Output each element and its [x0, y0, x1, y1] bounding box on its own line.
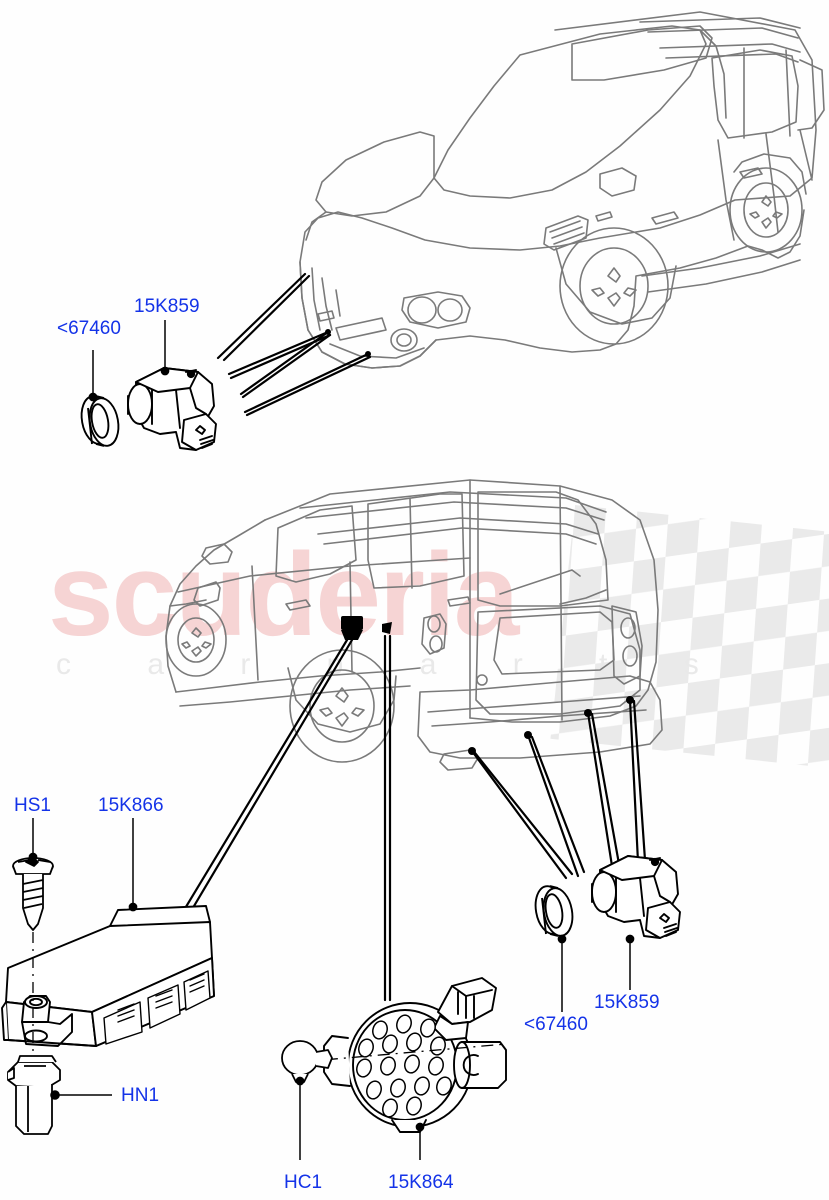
label-front-sensor[interactable]: 15K859: [134, 296, 200, 317]
vehicle-front-view: [299, 11, 825, 369]
rear-retainer-leader: [557, 934, 567, 1012]
rear-sensor-leader: [625, 934, 635, 990]
label-front-retainer[interactable]: <67460: [57, 318, 121, 339]
control-module-leader: [128, 818, 138, 912]
label-rear-retainer[interactable]: <67460: [524, 1014, 588, 1035]
clip-leader: [295, 1076, 305, 1160]
front-sensor-leader: [160, 320, 170, 376]
watermark-main-text: scuderia: [48, 529, 519, 661]
rear-callout-lines: [170, 634, 647, 1002]
nut-leader: [50, 1090, 112, 1100]
label-module-screw[interactable]: HS1: [14, 795, 51, 816]
label-module-nut[interactable]: HN1: [121, 1085, 160, 1106]
front-callout-lines: [216, 272, 372, 417]
rear-parking-sensor-part: [591, 855, 681, 939]
speaker-leader: [415, 1122, 425, 1160]
front-parking-sensor-part: [127, 367, 217, 451]
label-speaker-clip[interactable]: HC1: [284, 1172, 323, 1193]
nut-part: [7, 1055, 61, 1135]
screw-part: [12, 856, 54, 931]
screw-leader: [28, 818, 38, 862]
label-control-module[interactable]: 15K866: [98, 795, 164, 816]
speaker-axis-line: [299, 1043, 507, 1063]
rear-retainer-ring-part: [534, 885, 574, 937]
parking-aid-speaker-part: [323, 977, 507, 1133]
front-retainer-leader: [88, 350, 98, 402]
front-retainer-ring-part: [80, 395, 120, 447]
label-speaker[interactable]: 15K864: [388, 1172, 454, 1193]
label-rear-sensor[interactable]: 15K859: [594, 992, 660, 1013]
parking-aid-control-module-part: [1, 905, 215, 1047]
